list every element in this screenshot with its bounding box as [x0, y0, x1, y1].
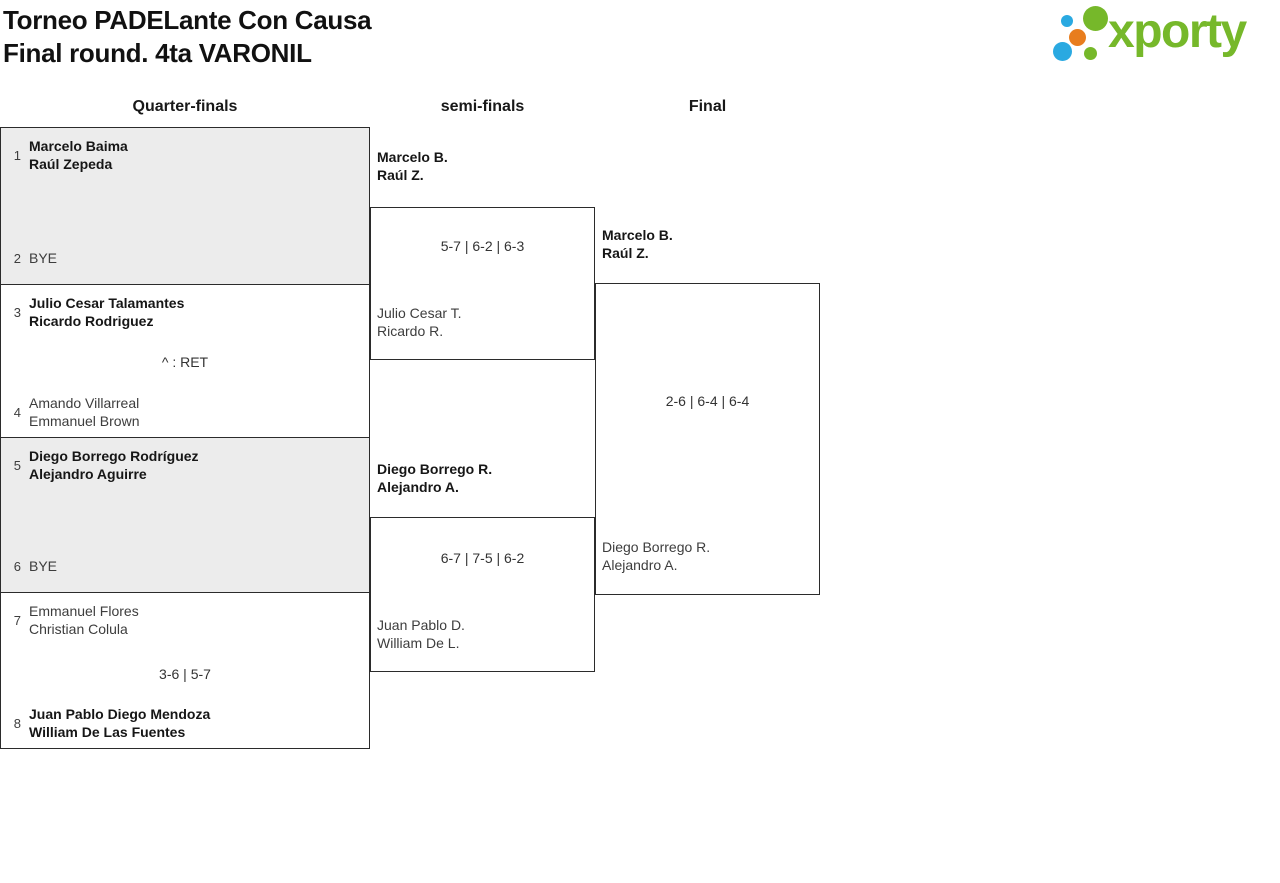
seed-number: 4 — [13, 404, 21, 420]
logo-dot-icon — [1061, 15, 1073, 27]
team-entry: 1 Marcelo Baima Raúl Zepeda — [7, 137, 128, 173]
tournament-title: Torneo PADELante Con Causa — [3, 5, 372, 35]
column-header-final: Final — [688, 98, 727, 115]
logo-dot-icon — [1083, 6, 1108, 31]
team-names: Juan Pablo D. William De L. — [377, 617, 465, 651]
match-box-final: 2-6 | 6-4 | 6-4 — [595, 283, 820, 595]
team-entry: 4 Amando Villarreal Emmanuel Brown — [7, 394, 140, 430]
match-score: 5-7 | 6-2 | 6-3 — [440, 238, 525, 254]
logo-dot-icon — [1053, 42, 1072, 61]
seed-number: 8 — [13, 715, 21, 731]
match-box-qf1: 1 Marcelo Baima Raúl Zepeda 2 BYE — [0, 127, 370, 285]
logo-wordmark: xporty — [1108, 5, 1247, 58]
seed-number: 6 — [13, 558, 21, 574]
team-entry: 2 BYE — [7, 249, 57, 267]
team-names: Emmanuel Flores Christian Colula — [29, 603, 139, 637]
team-names: Amando Villarreal Emmanuel Brown — [29, 395, 140, 429]
match-box-qf4: 7 Emmanuel Flores Christian Colula 3-6 |… — [0, 593, 370, 749]
team-names: BYE — [29, 558, 58, 574]
logo-dot-icon — [1084, 47, 1097, 60]
team-names: Diego Borrego R. Alejandro A. — [377, 461, 493, 495]
team-names: BYE — [29, 250, 58, 266]
match-score: 6-7 | 7-5 | 6-2 — [440, 550, 525, 566]
match-score: 2-6 | 6-4 | 6-4 — [665, 393, 750, 409]
team-entry: 7 Emmanuel Flores Christian Colula — [7, 602, 139, 638]
seed-number: 2 — [13, 250, 21, 266]
team-names: Marcelo Baima Raúl Zepeda — [29, 138, 128, 172]
xporty-logo: xporty — [1045, 0, 1280, 75]
match-box-sf1: 5-7 | 6-2 | 6-3 — [370, 207, 595, 360]
match-box-sf2: 6-7 | 7-5 | 6-2 — [370, 517, 595, 672]
seed-number: 5 — [13, 457, 21, 473]
round-subtitle: Final round. 4ta VARONIL — [3, 38, 312, 68]
match-score: ^ : RET — [161, 354, 209, 370]
team-entry: 6 BYE — [7, 557, 57, 575]
column-header-quarterfinals: Quarter-finals — [132, 98, 238, 115]
seed-number: 1 — [13, 147, 21, 163]
seed-number: 3 — [13, 304, 21, 320]
team-names: Marcelo B. Raúl Z. — [377, 149, 448, 183]
match-score: 3-6 | 5-7 — [159, 666, 211, 682]
team-names: Diego Borrego R. Alejandro A. — [602, 539, 711, 573]
column-header-semifinals: semi-finals — [440, 98, 525, 115]
match-box-qf3: 5 Diego Borrego Rodríguez Alejandro Agui… — [0, 438, 370, 593]
team-names: Julio Cesar Talamantes Ricardo Rodriguez — [29, 295, 185, 329]
team-entry: 3 Julio Cesar Talamantes Ricardo Rodrigu… — [7, 294, 185, 330]
team-names: Juan Pablo Diego Mendoza William De Las … — [29, 706, 211, 740]
team-names: Julio Cesar T. Ricardo R. — [377, 305, 462, 339]
match-box-qf2: 3 Julio Cesar Talamantes Ricardo Rodrigu… — [0, 285, 370, 438]
team-entry: 8 Juan Pablo Diego Mendoza William De La… — [7, 705, 210, 741]
team-entry: 5 Diego Borrego Rodríguez Alejandro Agui… — [7, 447, 199, 483]
team-names: Diego Borrego Rodríguez Alejandro Aguirr… — [29, 448, 199, 482]
page-title: Torneo PADELante Con Causa Final round. … — [3, 4, 372, 70]
logo-dot-icon — [1069, 29, 1086, 46]
seed-number: 7 — [13, 612, 21, 628]
team-names: Marcelo B. Raúl Z. — [602, 227, 673, 261]
